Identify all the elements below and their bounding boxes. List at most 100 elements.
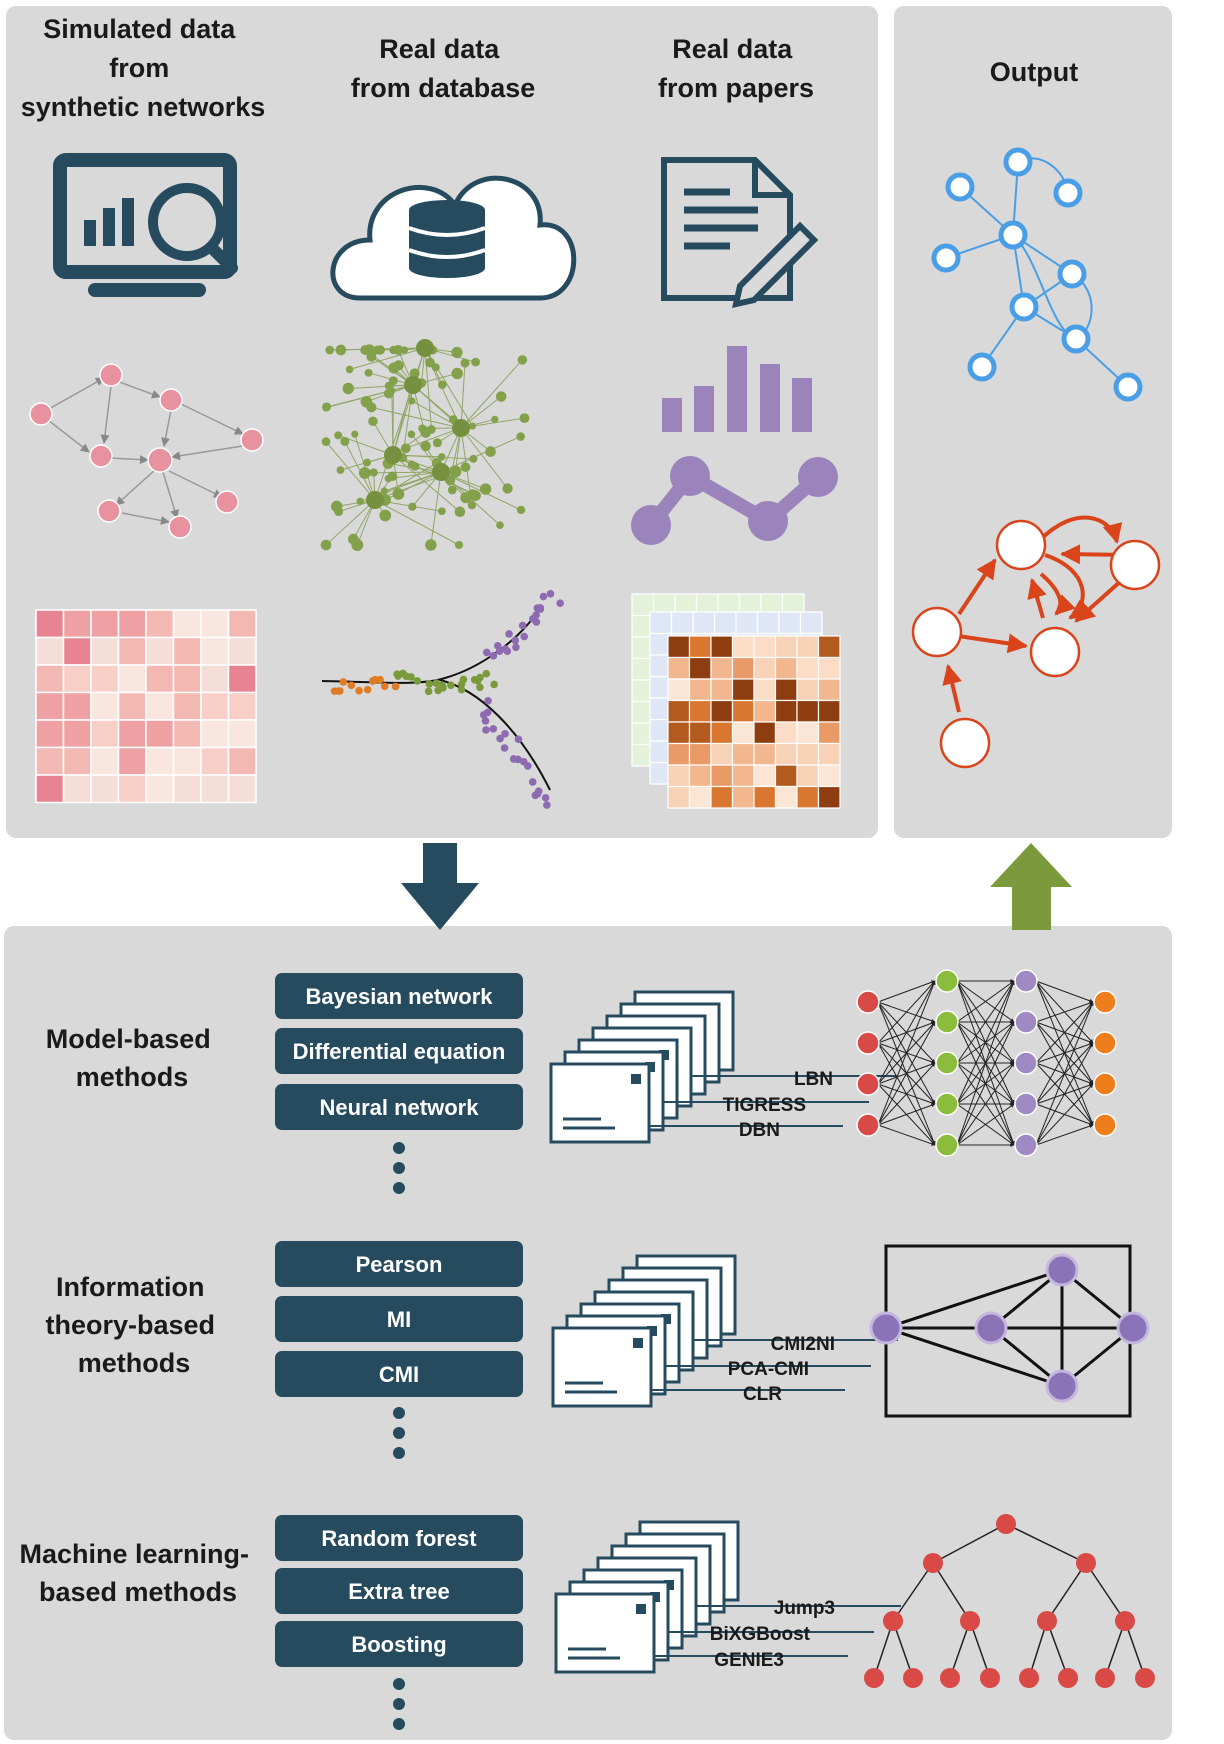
network-node — [454, 506, 466, 518]
trajectory-point — [495, 647, 504, 655]
heatmap-cell — [227, 774, 257, 804]
nn-edge — [1035, 1124, 1094, 1146]
trajectory-point — [514, 735, 523, 744]
heatmap-cell — [227, 609, 257, 639]
heatmap-cell — [796, 764, 820, 788]
network-hub-node — [452, 419, 470, 437]
trajectory-point — [457, 680, 466, 688]
network-edge — [325, 499, 376, 546]
document-edit-icon — [661, 157, 819, 308]
nn-edge — [1035, 1001, 1094, 1146]
network-hub-node — [416, 339, 434, 357]
network-node — [331, 500, 343, 513]
nn-edge — [1035, 1042, 1094, 1146]
trajectory-point — [524, 762, 532, 770]
card-stamp — [631, 1074, 641, 1084]
ml-method-list: Random forest Extra tree Boosting — [275, 1515, 523, 1730]
nn-edge — [877, 1062, 936, 1126]
tool-label: TIGRESS — [723, 1095, 806, 1116]
trajectory-point — [376, 675, 384, 684]
trajectory-point — [490, 680, 498, 689]
network-edge — [392, 454, 461, 513]
network-node — [383, 388, 394, 399]
nn-edge — [956, 980, 1015, 1146]
heatmap-cell — [200, 664, 230, 694]
trajectory-point — [413, 677, 422, 685]
method-label-info: Information theory-based methods — [45, 1272, 222, 1378]
method-label-model: Model-based methods — [46, 1024, 219, 1092]
network-node — [479, 483, 492, 495]
heatmap-cell — [117, 609, 147, 639]
heatmap-cell — [172, 774, 202, 804]
method-pill — [275, 1028, 523, 1074]
heatmap-cell — [35, 636, 65, 666]
nn-node — [935, 969, 959, 993]
pink-network-nodes — [29, 363, 264, 539]
heatmap-cell — [710, 764, 734, 788]
heatmap-cell — [817, 699, 841, 723]
tree-node — [996, 1514, 1016, 1534]
card-stamp — [636, 1604, 646, 1614]
network-edge — [405, 427, 462, 449]
network-node — [336, 466, 345, 475]
heatmap-cell — [796, 785, 820, 809]
trajectory-point — [479, 711, 488, 719]
heatmap-cell — [774, 678, 798, 702]
trajectory-point — [532, 618, 541, 626]
trajectory-point — [394, 672, 402, 680]
network-node — [502, 483, 513, 494]
trajectory-point — [425, 680, 434, 688]
network-node — [407, 430, 416, 439]
heatmap-cell — [731, 699, 755, 723]
nn-node — [1014, 1010, 1038, 1034]
network-node — [388, 376, 398, 386]
nn-edge — [1035, 980, 1094, 1003]
network-node — [432, 438, 442, 448]
heatmap-cell — [117, 636, 147, 666]
trajectory-point — [407, 673, 415, 681]
monitor-analytics-icon — [53, 153, 238, 297]
trajectory-point — [503, 647, 512, 656]
tree-node — [1135, 1668, 1155, 1688]
method-pill — [275, 1568, 523, 1614]
heatmap-cell — [667, 785, 691, 809]
trajectory-point — [347, 681, 356, 690]
red-output-network — [942, 515, 1133, 713]
network-node — [460, 462, 471, 473]
network-node — [437, 380, 447, 390]
network-node — [364, 368, 373, 377]
network-node — [384, 474, 393, 483]
tree-edge — [873, 1620, 894, 1679]
network-node — [388, 362, 400, 374]
trajectory-point — [511, 636, 520, 645]
trajectory-point — [500, 744, 509, 752]
heatmap-cell — [753, 764, 777, 788]
heatmap-cell — [90, 774, 120, 804]
heatmap-cell — [817, 785, 841, 809]
ellipsis-dot — [393, 1447, 405, 1459]
network-edge — [325, 384, 414, 409]
heatmap-cell — [172, 609, 202, 639]
trajectory-point — [489, 725, 498, 733]
network-node — [392, 488, 405, 500]
heatmap-cell — [227, 746, 257, 776]
heatmap-cell — [710, 678, 734, 702]
network-hub-node — [384, 446, 402, 464]
stacked-heatmaps — [631, 593, 841, 809]
heatmap-cell — [774, 635, 798, 659]
nn-edge — [1035, 1083, 1094, 1146]
tool-label: BiXGBoost — [710, 1624, 811, 1645]
trajectory-point — [518, 621, 527, 630]
heatmap-cell — [667, 678, 691, 702]
method-pill — [275, 1296, 523, 1342]
ellipsis-dot — [393, 1698, 405, 1710]
heatmap-cell — [774, 764, 798, 788]
heatmap-cell — [753, 678, 777, 702]
network-node — [321, 437, 331, 446]
trajectory-point — [509, 755, 518, 763]
tree-edge — [932, 1562, 971, 1622]
tree-edge — [1046, 1562, 1087, 1622]
heatmap-cell — [200, 719, 230, 749]
trajectory-point — [520, 632, 529, 641]
